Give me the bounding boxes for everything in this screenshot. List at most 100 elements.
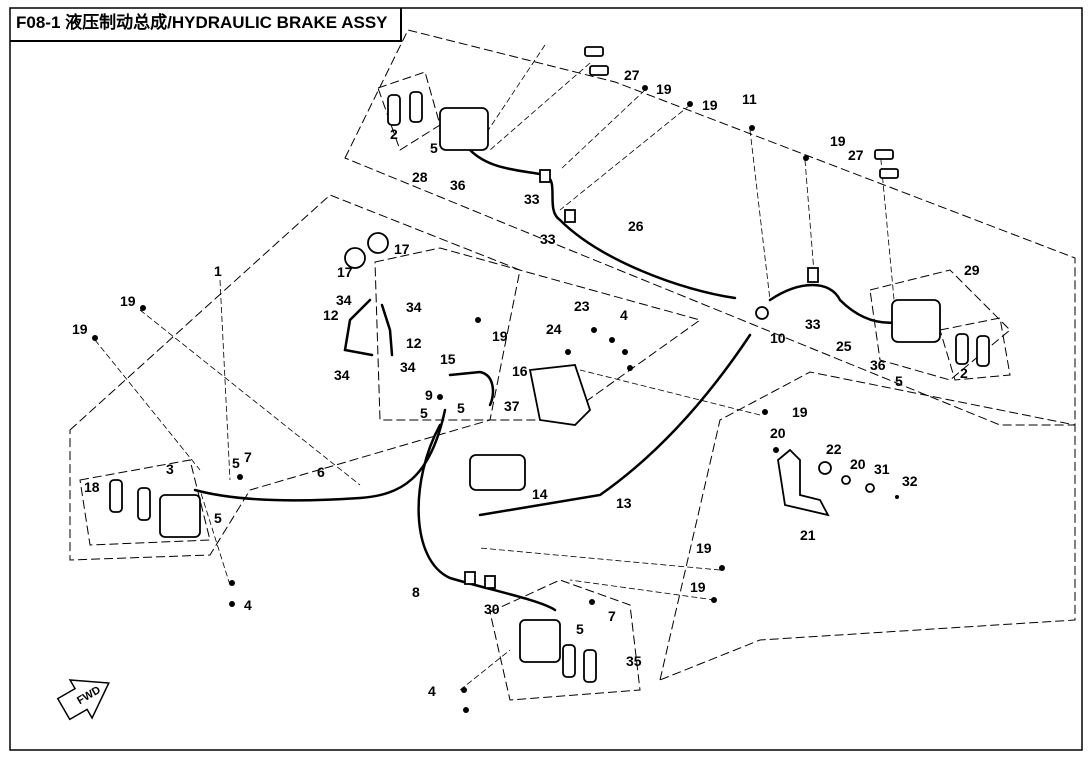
callout-22: 22 [826, 441, 842, 457]
callout-17-right: 17 [394, 241, 410, 257]
callout-23: 23 [574, 298, 590, 314]
bleeder-cap-b [589, 65, 609, 76]
group-box-brake-pads-right [939, 317, 1011, 381]
callout-18: 18 [84, 479, 100, 495]
reservoir-cap-left [344, 247, 366, 269]
callout-5-d: 5 [214, 510, 222, 526]
callout-34-a: 34 [336, 292, 352, 308]
callout-5-e: 5 [420, 405, 428, 421]
callout-34-b: 34 [406, 299, 422, 315]
callout-31: 31 [874, 461, 890, 477]
callout-33-b: 33 [540, 231, 556, 247]
master-cylinder [469, 454, 526, 491]
callout-37: 37 [504, 398, 520, 414]
brake-hose-8 [417, 423, 557, 612]
callout-7-b: 7 [608, 608, 616, 624]
bleeder-cap-d [879, 168, 899, 179]
diagram-title: F08-1 液压制动总成/HYDRAULIC BRAKE ASSY [10, 8, 402, 42]
callout-19-a: 19 [656, 81, 672, 97]
callout-16: 16 [512, 363, 528, 379]
reservoir-cap-right [367, 232, 389, 254]
callout-7-a: 7 [244, 449, 252, 465]
callout-27-top: 27 [624, 67, 640, 83]
callout-4-top: 4 [620, 307, 628, 323]
mounting-bracket [528, 364, 592, 426]
clip-33-c [807, 267, 819, 283]
callout-19-g: 19 [792, 404, 808, 420]
callout-12-left: 12 [323, 307, 339, 323]
callout-4-bottom: 4 [428, 683, 436, 699]
callout-4-mid: 4 [244, 597, 252, 613]
brake-pedal [777, 448, 830, 517]
callout-14: 14 [532, 486, 548, 502]
callout-2-right: 2 [960, 365, 968, 381]
callout-8: 8 [412, 584, 420, 600]
callout-35: 35 [626, 653, 642, 669]
group-box-rear-left [69, 194, 521, 561]
callout-20-a: 20 [770, 425, 786, 441]
brake-line-13 [478, 333, 752, 517]
callout-19-b: 19 [702, 97, 718, 113]
callout-29: 29 [964, 262, 980, 278]
brake-pad-bottom-a [562, 644, 576, 678]
callout-1: 1 [214, 263, 222, 279]
brake-pipe-12-left [343, 298, 374, 357]
callout-20-b: 20 [850, 456, 866, 472]
callout-19-i: 19 [690, 579, 706, 595]
callout-19-e: 19 [72, 321, 88, 337]
callout-19-c: 19 [830, 133, 846, 149]
brake-pad-right-a [955, 333, 969, 365]
callout-3: 3 [166, 461, 174, 477]
callout-34-c: 34 [334, 367, 350, 383]
callout-36-left: 36 [450, 177, 466, 193]
callout-33-c: 33 [805, 316, 821, 332]
group-box-front-right-caliper [869, 269, 1011, 381]
pedal-clip [865, 483, 875, 493]
brake-pad-right-b [976, 335, 990, 367]
pedal-spring [818, 461, 832, 475]
clip-hose-b [484, 575, 496, 589]
brake-line-26 [558, 218, 737, 300]
callout-13: 13 [616, 495, 632, 511]
callout-12-right: 12 [406, 335, 422, 351]
forward-direction-arrow: FWD [56, 679, 110, 721]
callout-34-d: 34 [400, 359, 416, 375]
callout-5-b: 5 [895, 373, 903, 389]
caliper-bottom [519, 619, 561, 663]
caliper-right [891, 299, 941, 343]
brake-pad-rear-left-b [137, 487, 151, 521]
caliper-top-left [439, 107, 489, 151]
group-box-pedal [659, 371, 1076, 681]
brake-pipe-12-right [380, 303, 394, 357]
callout-30: 30 [484, 601, 500, 617]
brake-hose-6 [193, 408, 447, 502]
callout-21: 21 [800, 527, 816, 543]
callout-5-a: 5 [430, 140, 438, 156]
callout-17-left: 17 [337, 264, 353, 280]
group-box-front-left-caliper [344, 29, 1076, 426]
clip-33-a [539, 169, 551, 183]
callout-19-h: 19 [696, 540, 712, 556]
callout-5-f: 5 [457, 400, 465, 416]
group-box-rear-center-caliper [489, 579, 641, 701]
callout-5-c: 5 [232, 455, 240, 471]
callout-6: 6 [317, 464, 325, 480]
callout-27-right: 27 [848, 147, 864, 163]
bleeder-cap-a [584, 46, 604, 57]
callout-26: 26 [628, 218, 644, 234]
callout-28: 28 [412, 169, 428, 185]
brake-hose-25 [768, 283, 902, 324]
callout-19-f: 19 [492, 328, 508, 344]
brake-pad-bottom-b [583, 649, 597, 683]
union-10 [755, 306, 769, 320]
brake-hose-front [468, 148, 562, 222]
brake-pad-left-b [409, 91, 423, 123]
pedal-washer [841, 475, 851, 485]
clip-hose-a [464, 571, 476, 585]
callout-36-right: 36 [870, 357, 886, 373]
brake-pad-rear-left-a [109, 479, 123, 513]
callout-24: 24 [546, 321, 562, 337]
callout-25: 25 [836, 338, 852, 354]
brake-hose-15 [448, 370, 495, 407]
